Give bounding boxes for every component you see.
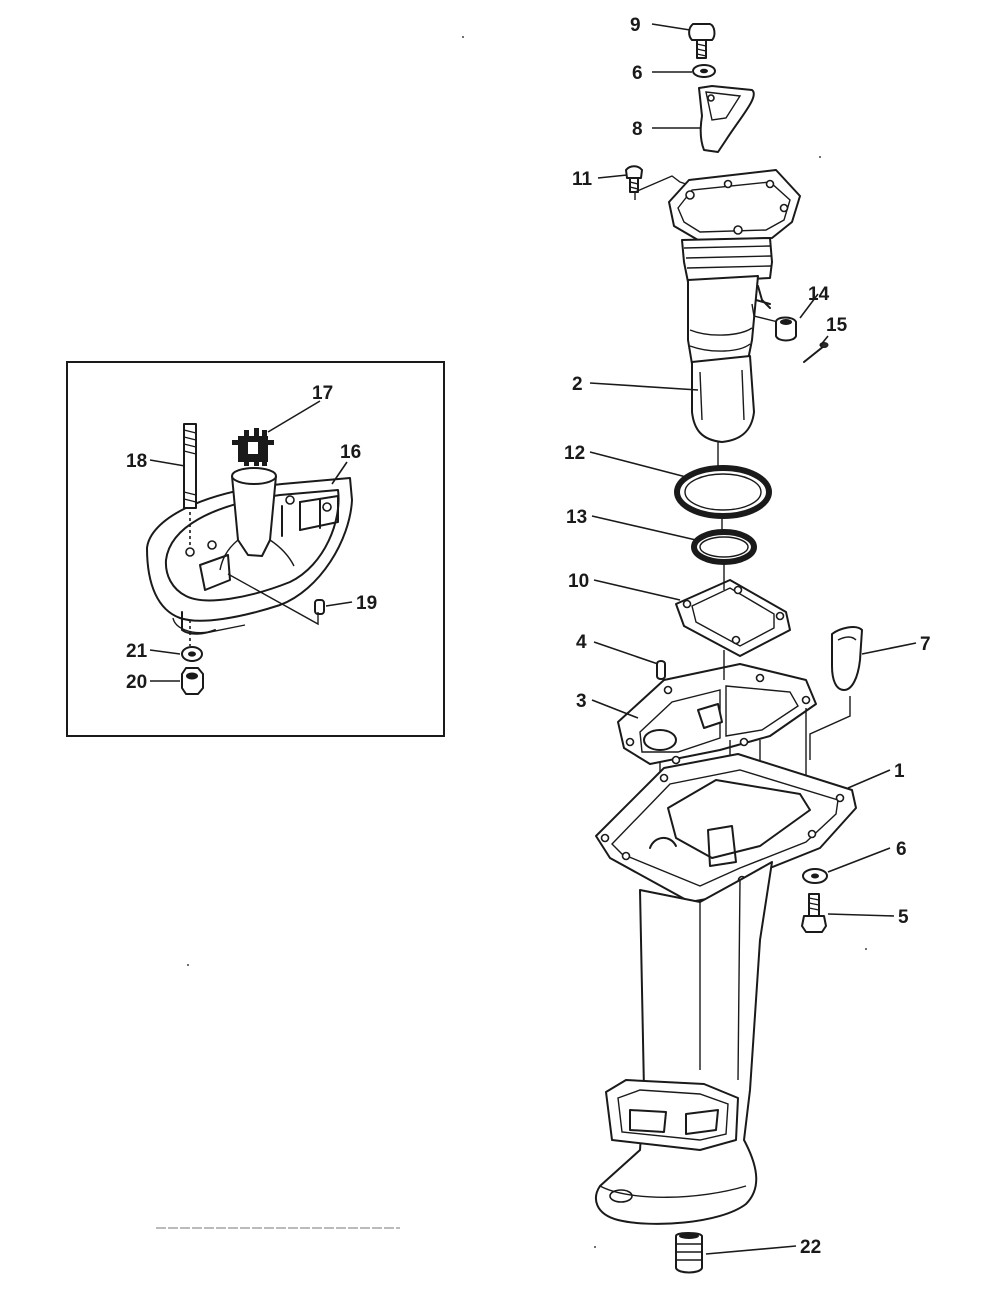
inset-frame [66, 361, 445, 737]
callout-22: 22 [800, 1237, 821, 1258]
screw [625, 165, 643, 193]
lower-bolt [801, 893, 827, 933]
callout-14: 14 [808, 284, 830, 305]
callout-5: 5 [898, 907, 909, 928]
exhaust-tube [668, 169, 801, 443]
assembly-centerline [717, 442, 731, 780]
callout-8: 8 [632, 119, 643, 140]
callout-12: 12 [564, 443, 585, 464]
callout-2: 2 [572, 374, 583, 395]
callout-3: 3 [576, 691, 587, 712]
washer-upper [692, 64, 716, 78]
callout-19: 19 [356, 593, 377, 614]
callout-16: 16 [340, 442, 361, 463]
drain-plug [675, 1232, 703, 1274]
callout-11: 11 [572, 169, 593, 190]
callout-7: 7 [920, 634, 931, 655]
seal-ring-large [674, 465, 772, 519]
plate-locator-line [809, 696, 851, 760]
cotter-pin [803, 342, 829, 363]
callout-18: 18 [126, 451, 147, 472]
gasket-upper [675, 579, 791, 657]
screw-locator-line [634, 175, 687, 200]
grommet [775, 316, 797, 342]
pump-base-housing [146, 467, 353, 635]
gasket-lower [617, 663, 817, 765]
callout-21: 21 [126, 641, 148, 662]
cover-bracket [698, 85, 755, 153]
seal-ring-small [691, 529, 757, 565]
callout-labels: 9 6 8 11 14 15 2 12 13 10 4 7 3 1 6 5 22… [126, 15, 931, 1258]
callout-4: 4 [576, 632, 587, 653]
pin-locator-line [227, 573, 319, 626]
callout-13: 13 [566, 507, 587, 528]
washer-lower [802, 868, 828, 884]
callout-15: 15 [826, 315, 848, 336]
callout-17: 17 [312, 383, 333, 404]
impeller [232, 428, 274, 466]
dowel-pin [656, 660, 666, 680]
top-bolt [688, 23, 716, 59]
inset-nut [181, 667, 204, 695]
callout-6-upper: 6 [632, 63, 643, 84]
side-plate [831, 626, 863, 691]
callout-9: 9 [630, 15, 641, 36]
leader-lines [149, 23, 917, 1255]
grommet-locator-line [751, 303, 779, 323]
inset-washer [181, 646, 203, 662]
callout-10: 10 [568, 571, 589, 592]
scan-specks [156, 36, 867, 1248]
callout-6-lower: 6 [896, 839, 907, 860]
callout-1: 1 [894, 761, 905, 782]
driveshaft-housing [595, 753, 857, 1225]
pin [314, 599, 325, 615]
callout-20: 20 [126, 672, 147, 693]
